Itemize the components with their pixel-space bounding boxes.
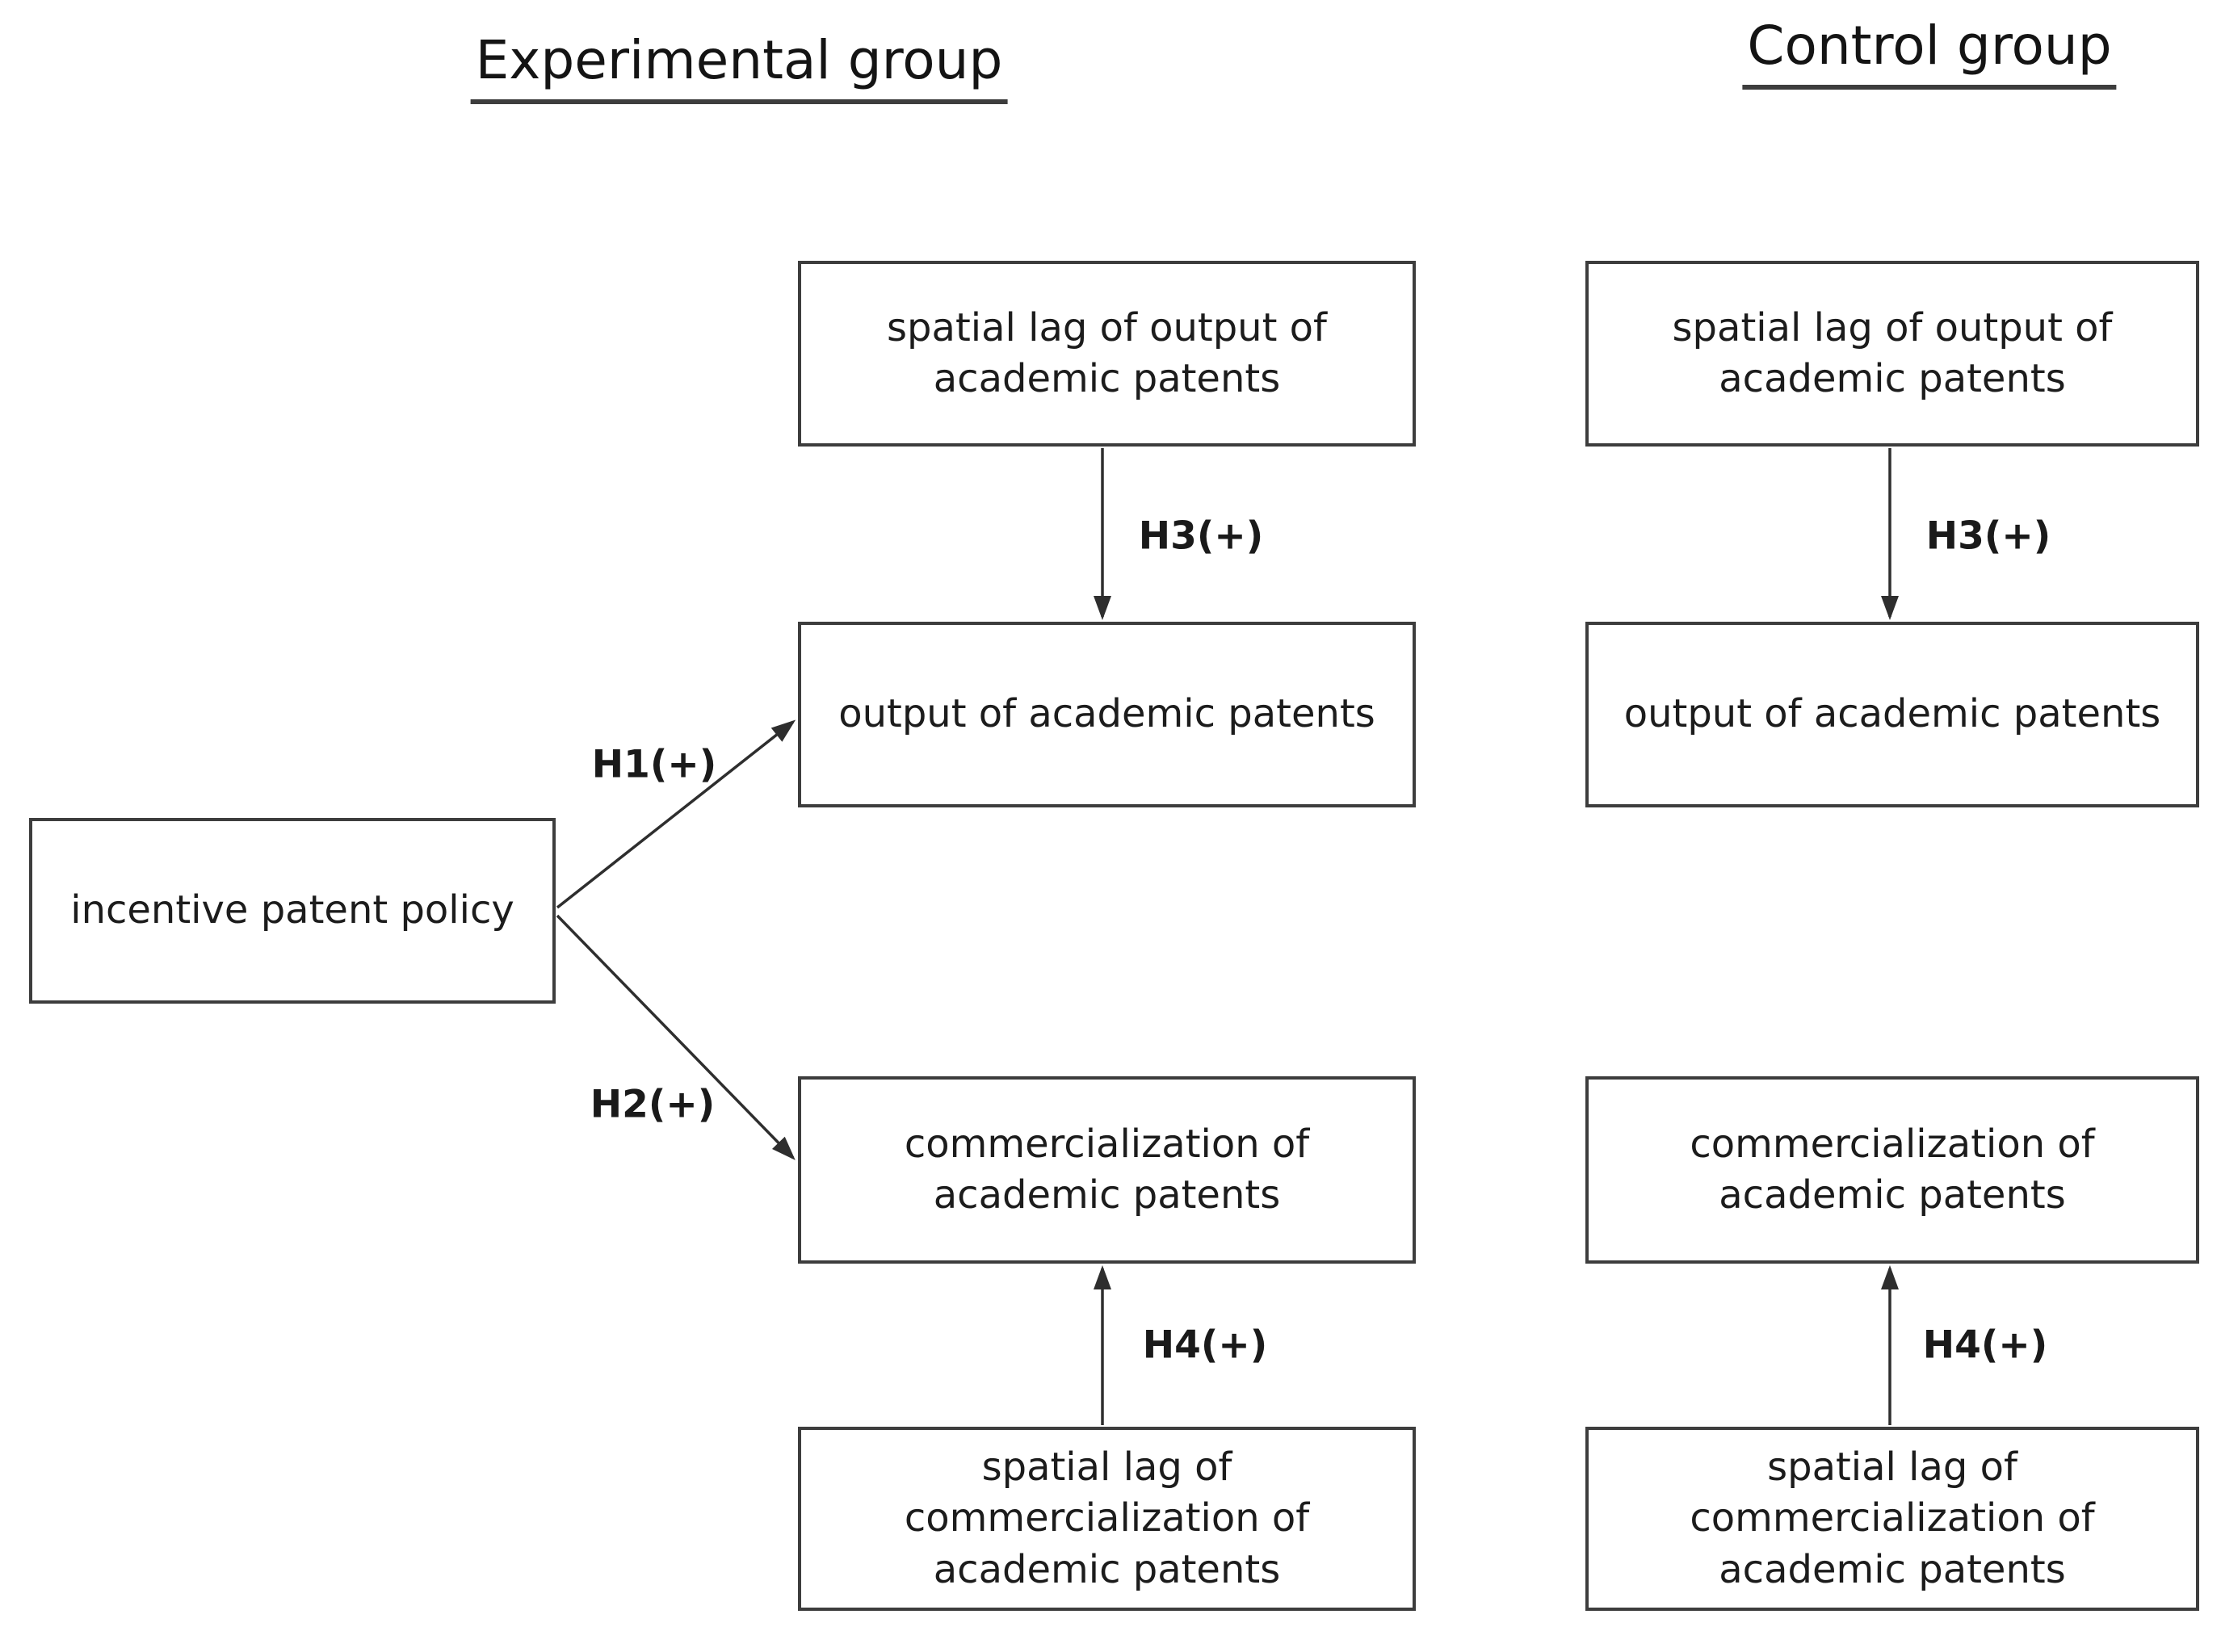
box-control-spatial-lag-output: spatial lag of output of academic patent… <box>1585 261 2199 447</box>
box-experimental-output: output of academic patents <box>798 622 1416 807</box>
box-control-output: output of academic patents <box>1585 622 2199 807</box>
box-experimental-spatial-lag-output: spatial lag of output of academic patent… <box>798 261 1416 447</box>
box-control-spatial-lag-commercialization: spatial lag of commercialization of acad… <box>1585 1427 2199 1611</box>
box-experimental-spatial-lag-commercialization: spatial lag of commercialization of acad… <box>798 1427 1416 1611</box>
title-control: Control group <box>1742 15 2117 90</box>
label-h3-control: H3(+) <box>1925 514 2051 559</box>
label-h4-experimental: H4(+) <box>1142 1323 1268 1368</box>
label-h4-control: H4(+) <box>1922 1323 2048 1368</box>
label-h1: H1(+) <box>591 742 717 787</box>
title-experimental: Experimental group <box>470 29 1008 104</box>
label-h2: H2(+) <box>590 1082 716 1127</box>
box-incentive-patent-policy: incentive patent policy <box>29 818 556 1004</box>
box-control-commercialization: commercialization of academic patents <box>1585 1076 2199 1264</box>
box-experimental-commercialization: commercialization of academic patents <box>798 1076 1416 1264</box>
label-h3-experimental: H3(+) <box>1138 514 1264 559</box>
